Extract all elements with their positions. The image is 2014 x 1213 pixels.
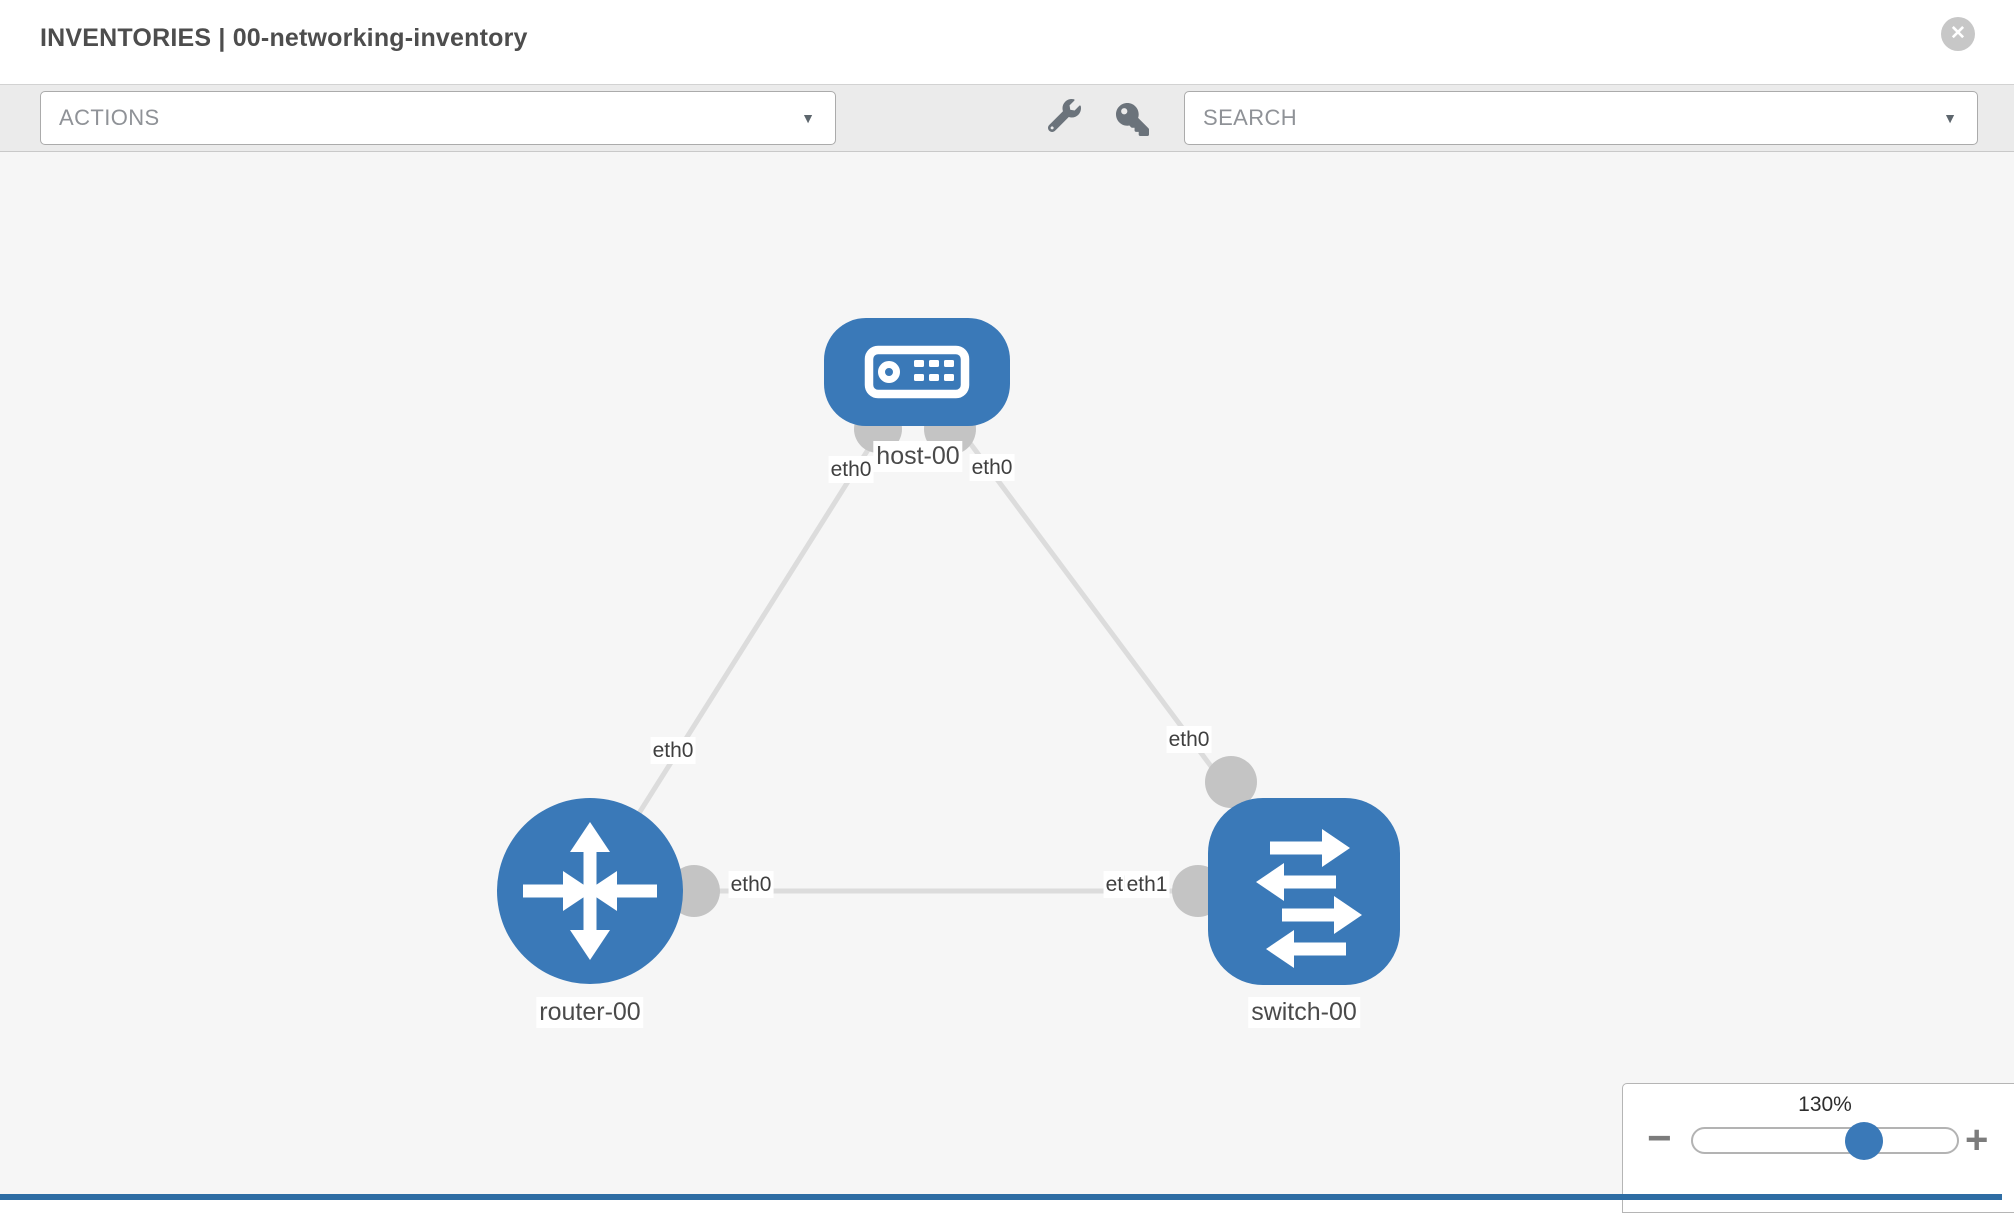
- actions-dropdown-label: ACTIONS: [59, 105, 160, 130]
- search-dropdown[interactable]: SEARCH ▼: [1184, 91, 1978, 145]
- zoom-slider-track[interactable]: [1691, 1127, 1959, 1154]
- iface-label-router-to-host: eth0: [650, 737, 696, 765]
- zoom-level-value: 130%: [1798, 1093, 1852, 1116]
- node-label-host: host-00: [873, 441, 963, 472]
- iface-label-host-to-router: eth0: [828, 456, 874, 484]
- chevron-down-icon: ▼: [1943, 110, 1957, 126]
- window-titlebar: INVENTORIES | 00-networking-inventory ✕: [0, 0, 2014, 84]
- iface-label-switch-to-router: eth1: [1124, 871, 1170, 899]
- iface-label-host-to-switch: eth0: [969, 454, 1015, 482]
- zoom-out-button[interactable]: −: [1647, 1114, 1672, 1161]
- chevron-down-icon: ▼: [801, 110, 815, 126]
- node-label-switch: switch-00: [1248, 997, 1360, 1028]
- zoom-panel: 130% − +: [1622, 1083, 2014, 1213]
- node-router[interactable]: [497, 798, 683, 984]
- node-host[interactable]: [824, 318, 1010, 426]
- search-dropdown-label: SEARCH: [1203, 105, 1298, 130]
- close-icon: ✕: [1950, 23, 1966, 44]
- zoom-slider-thumb[interactable]: [1845, 1122, 1883, 1160]
- switch-arrows-icon: [1256, 829, 1362, 968]
- key-icon[interactable]: [1116, 103, 1149, 136]
- host-server-icon: [864, 345, 970, 399]
- router-arrows-icon: [523, 822, 657, 960]
- close-button[interactable]: ✕: [1941, 17, 1975, 51]
- topology-canvas[interactable]: host-00 router-00 switch-00 eth0 eth0 et…: [0, 152, 2014, 1200]
- interface-endpoint: [1205, 756, 1257, 808]
- iface-label-router-to-switch: eth0: [728, 871, 774, 899]
- topology-svg: [497, 318, 1400, 985]
- toolbar: ACTIONS ▼ SEARCH ▼: [0, 84, 2014, 152]
- node-switch[interactable]: [1208, 798, 1400, 985]
- zoom-in-button[interactable]: +: [1965, 1118, 1989, 1162]
- actions-dropdown[interactable]: ACTIONS ▼: [40, 91, 836, 145]
- iface-label-switch-to-host: eth0: [1166, 726, 1212, 754]
- page-title: INVENTORIES | 00-networking-inventory: [40, 24, 528, 52]
- wrench-icon[interactable]: [1048, 99, 1081, 132]
- bottom-accent-bar: [0, 1194, 2002, 1200]
- node-label-router: router-00: [536, 997, 644, 1028]
